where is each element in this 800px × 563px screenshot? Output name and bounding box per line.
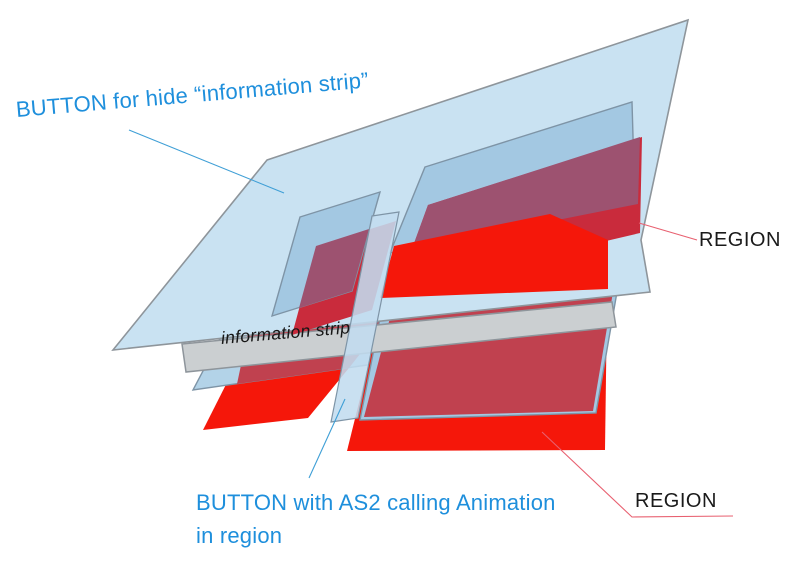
information-strip-shape xyxy=(181,301,617,373)
region-top-label: REGION xyxy=(699,229,781,251)
region-bottom-label: REGION xyxy=(635,490,717,512)
as2-button-label-line1: BUTTON with AS2 calling Animation xyxy=(196,490,556,515)
as2-button-tab-shape xyxy=(330,211,400,423)
hide-button-leader-line xyxy=(128,129,285,194)
region-red-small-overlap-shape xyxy=(299,229,369,308)
as2-button-label: BUTTON with AS2 calling Animation in reg… xyxy=(196,486,556,552)
region-top-leader-line xyxy=(638,222,698,241)
region-red-lower-right-top-shape xyxy=(380,214,608,298)
as2-button-label-line2: in region xyxy=(196,523,283,548)
region-red-band-overlap-shape xyxy=(412,137,640,249)
region-bottom-leader-line xyxy=(541,431,734,518)
as2-button-leader-line xyxy=(308,398,346,479)
